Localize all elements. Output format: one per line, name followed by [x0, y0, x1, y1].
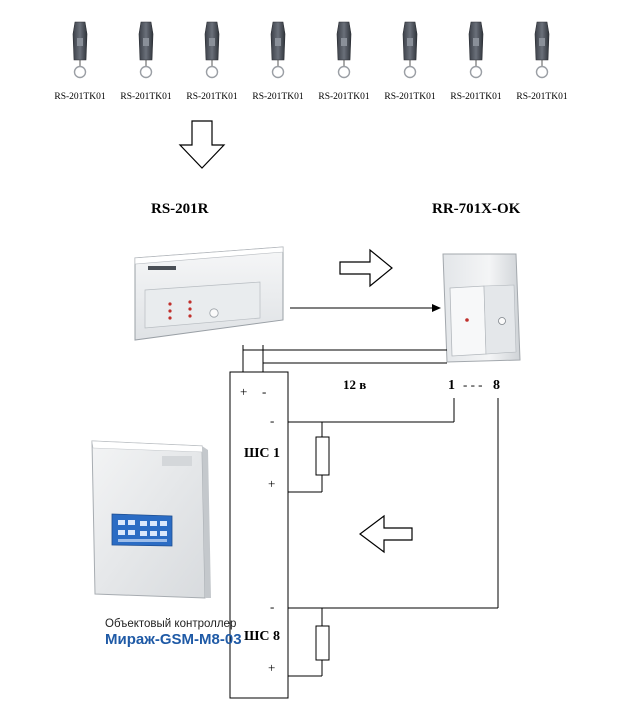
- arrow-right-icon: [339, 248, 393, 288]
- loop1-plus-label: +: [268, 476, 275, 491]
- relay-output-from: 1: [448, 378, 455, 393]
- controller-display-icon: [111, 513, 173, 547]
- transmitter-label: RS-201TK01: [450, 92, 501, 102]
- receiver-title: RS-201R: [151, 201, 209, 217]
- transmitter-label: RS-201TK01: [384, 92, 435, 102]
- transmitter-label: RS-201TK01: [516, 92, 567, 102]
- controller-device: [91, 440, 211, 599]
- transmitter-item: RS-201TK01: [384, 21, 436, 102]
- relay-button-icon: [498, 317, 506, 325]
- transmitter-item: RS-201TK01: [54, 21, 106, 102]
- controller-caption-line2: Мираж-GSM-M8-03: [105, 631, 242, 648]
- transmitter-item: RS-201TK01: [516, 21, 568, 102]
- arrow-left-icon: [359, 514, 413, 554]
- arrow-down-icon: [178, 120, 226, 169]
- wiring-lines: [229, 345, 499, 699]
- voltage-label: 12 в: [343, 377, 366, 392]
- key-fob-icon: [72, 21, 88, 79]
- signal-line: [290, 304, 441, 312]
- key-fob-icon: [138, 21, 154, 79]
- key-fob-icon: [270, 21, 286, 79]
- resistor-1: [315, 436, 330, 476]
- relay-title: RR-701X-OK: [432, 201, 521, 217]
- transmitter-label: RS-201TK01: [120, 92, 171, 102]
- transmitter-label: RS-201TK01: [252, 92, 303, 102]
- power-minus-label: -: [262, 384, 266, 399]
- controller-caption-line1: Объектовый контроллер: [105, 618, 236, 630]
- receiver-device: [134, 246, 284, 341]
- relay-output-to: 8: [493, 378, 500, 393]
- loop8-label: ШС 8: [244, 629, 280, 644]
- key-fob-icon: [336, 21, 352, 79]
- resistor-8: [315, 625, 330, 661]
- relay-device: [442, 253, 521, 363]
- transmitter-label: RS-201TK01: [54, 92, 105, 102]
- transmitter-item: RS-201TK01: [120, 21, 172, 102]
- loop8-plus-label: +: [268, 660, 275, 675]
- transmitter-item: RS-201TK01: [252, 21, 304, 102]
- key-fob-icon: [204, 21, 220, 79]
- transmitter-row: RS-201TK01 RS-201TK01 RS-201TK01 RS-201TK01…: [54, 21, 568, 102]
- transmitter-item: RS-201TK01: [318, 21, 370, 102]
- key-fob-icon: [468, 21, 484, 79]
- transmitter-item: RS-201TK01: [450, 21, 502, 102]
- receiver-button-icon: [209, 308, 219, 318]
- key-fob-icon: [402, 21, 418, 79]
- loop8-minus-label: -: [270, 599, 274, 614]
- transmitter-label: RS-201TK01: [186, 92, 237, 102]
- transmitter-item: RS-201TK01: [186, 21, 238, 102]
- key-fob-icon: [534, 21, 550, 79]
- relay-output-dash: - - -: [463, 377, 483, 392]
- power-plus-label: +: [240, 384, 247, 399]
- loop1-label: ШС 1: [244, 446, 280, 461]
- transmitter-label: RS-201TK01: [318, 92, 369, 102]
- loop1-minus-label: -: [270, 413, 274, 428]
- indicator-leds: [168, 300, 192, 320]
